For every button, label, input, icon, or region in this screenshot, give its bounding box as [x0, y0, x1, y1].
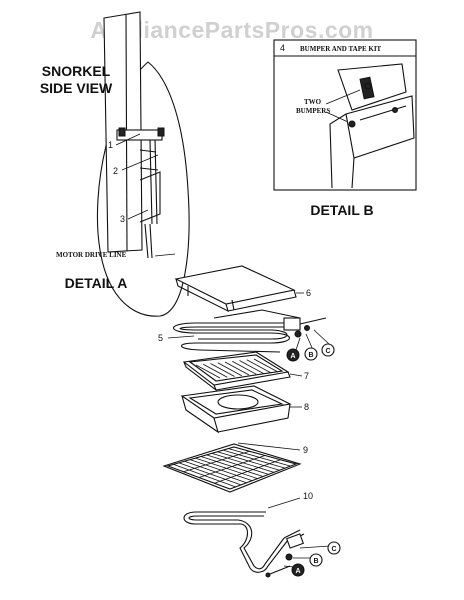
lower-circle-b-label: B	[313, 558, 318, 565]
bumper-tape	[359, 76, 375, 100]
callout-5: 5	[158, 333, 163, 343]
upper-circle-c	[321, 343, 335, 357]
upper-circle-a	[286, 348, 300, 362]
insert-slot	[210, 363, 235, 377]
insert-slot	[246, 359, 271, 374]
insert-slot	[224, 361, 250, 376]
callout-10: 10	[303, 491, 313, 501]
upper-circle-c-label: C	[325, 348, 330, 355]
callout-8: 8	[304, 402, 309, 412]
upper-hardware-group: A B C	[286, 329, 335, 362]
insert-slot	[195, 364, 221, 379]
lower-circle-a	[291, 563, 305, 577]
snorkel-view-title-line2: SIDE VIEW	[40, 80, 113, 96]
two-bumpers-line2: BUMPERS	[296, 107, 330, 115]
snorkel-view-title-line1: SNORKEL	[42, 63, 111, 79]
callout-2: 2	[113, 166, 118, 176]
detail-b: 4 BUMPER AND TAPE KIT TWO BUMPERS DETAIL…	[273, 39, 417, 218]
part-9-oven-rack	[162, 442, 302, 493]
insert-slot	[217, 362, 242, 377]
part-5-broil-element	[167, 309, 327, 353]
lower-circle-c-label: C	[331, 546, 336, 553]
detail-b-caption: DETAIL B	[310, 202, 373, 218]
rack-crosswire	[198, 455, 266, 478]
bumper-tape-kit-label: BUMPER AND TAPE KIT	[300, 45, 382, 53]
detail-b-number: 4	[280, 43, 285, 53]
lower-circle-c	[327, 541, 341, 555]
element-terminal-block	[283, 317, 301, 331]
part-7-broil-insert	[182, 351, 303, 392]
callout-9: 9	[303, 445, 308, 455]
lower-circle-b	[309, 553, 323, 567]
callout-3: 3	[120, 214, 125, 224]
lower-hardware-group: A B C	[265, 533, 341, 578]
lower-circle-a-label: A	[295, 568, 300, 575]
part-8-broil-pan	[180, 385, 302, 434]
detail-a-outline	[96, 61, 190, 317]
insert-slot	[253, 358, 279, 373]
insert-slot	[232, 360, 257, 375]
upper-circle-b	[304, 347, 318, 361]
upper-circle-b-label: B	[308, 352, 313, 359]
detail-a: SNORKEL SIDE VIEW 1 2 3 MOTOR DRIVE LINE…	[40, 11, 190, 317]
callout-1: 1	[108, 140, 113, 150]
lower-terminal-block	[286, 533, 304, 549]
rack-crosswire	[214, 459, 281, 484]
motor-drive-line-label: MOTOR DRIVE LINE	[56, 251, 127, 259]
bumper-icon	[364, 82, 372, 90]
rack-crosswire	[183, 450, 250, 473]
part-6-cover	[174, 265, 304, 313]
upper-circle-a-label: A	[290, 353, 295, 360]
pan-recess	[217, 394, 259, 410]
callout-6: 6	[306, 288, 311, 298]
insert-slot	[239, 360, 264, 374]
detail-a-caption: DETAIL A	[65, 275, 128, 291]
insert-slot	[203, 363, 228, 378]
two-bumpers-line1: TWO	[304, 98, 322, 106]
detail-b-frame	[273, 39, 417, 191]
callout-7: 7	[304, 371, 309, 381]
part-10-bake-element	[183, 497, 305, 573]
